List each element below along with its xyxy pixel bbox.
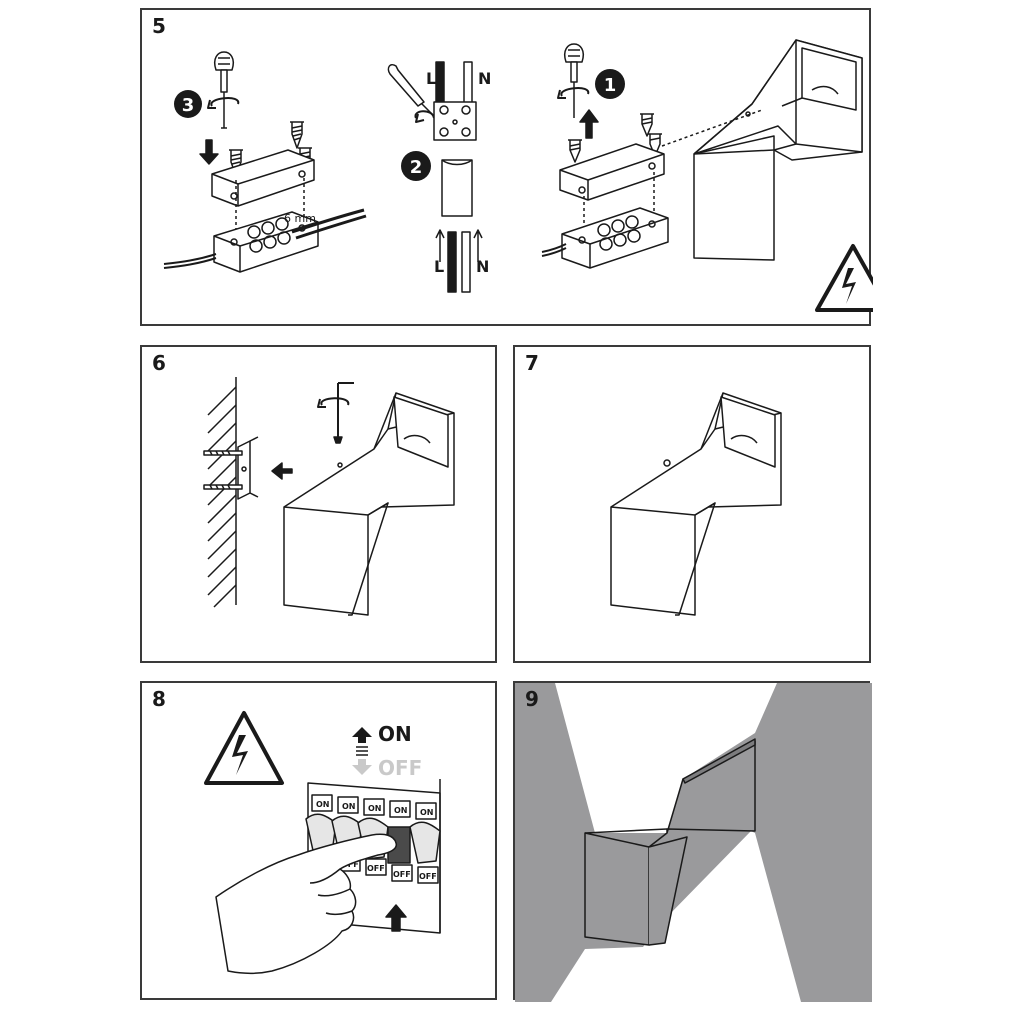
step-6-illustration (203, 377, 455, 616)
wire-label-neutral: N (476, 257, 489, 276)
wall-lamp (283, 392, 455, 616)
off-arrow-icon (352, 759, 372, 775)
switch-on-text: ON (420, 808, 434, 817)
svg-text:3: 3 (182, 95, 195, 116)
wire-label-live: L (434, 257, 444, 276)
strip-length-label: 6 mm (284, 212, 316, 225)
step-8-illustration: ON OFF (204, 711, 441, 975)
step-marker-2: 2 (401, 151, 431, 181)
high-voltage-warning-icon (815, 244, 873, 312)
svg-text:1: 1 (604, 75, 617, 96)
breaker-switch-active[interactable] (387, 800, 413, 882)
allen-key-icon (317, 382, 354, 444)
step-7-panel: 7 (513, 345, 871, 663)
wall-lamp (610, 392, 782, 616)
switch-off-text: OFF (367, 864, 385, 873)
switch-on-text: ON (316, 800, 330, 809)
wall-lamp (693, 39, 863, 261)
on-arrow-icon (352, 727, 372, 756)
on-label: ON (378, 722, 412, 746)
switch-off-text: OFF (393, 870, 411, 879)
off-label: OFF (378, 756, 422, 780)
step-marker-3: 3 (174, 90, 202, 118)
wire-label-neutral: N (478, 69, 491, 88)
step-6-panel: 6 (140, 345, 497, 663)
hand-pressing-switch (215, 833, 398, 975)
light-beam-up (555, 683, 777, 833)
high-voltage-warning-icon (204, 711, 284, 785)
step-number: 6 (152, 351, 166, 375)
light-beam-down (551, 831, 801, 1002)
step-number: 8 (152, 687, 166, 711)
step-5-panel: 5 (140, 8, 873, 326)
wire-label-live: L (426, 69, 436, 88)
step-5-illustration: 6 mm 3 (163, 39, 873, 312)
breaker-switch[interactable] (409, 802, 441, 884)
step-9-panel: 9 (513, 681, 872, 1002)
switch-on-text: ON (342, 802, 356, 811)
step-number: 5 (152, 14, 166, 38)
step-number: 7 (525, 351, 539, 375)
wall-hatching (207, 377, 237, 608)
wall-lamp (584, 738, 756, 946)
screwdriver-icon (213, 51, 235, 129)
switch-on-text: ON (394, 806, 408, 815)
step-8-panel: 8 ON OFF (140, 681, 497, 1000)
step-marker-1: 1 (595, 69, 625, 99)
step-7-illustration (610, 392, 782, 616)
mounting-bracket (203, 436, 259, 500)
svg-text:2: 2 (410, 157, 423, 178)
switch-on-text: ON (368, 804, 382, 813)
step-9-illustration (515, 683, 872, 1002)
screw-icon (290, 121, 304, 149)
step-number: 9 (525, 687, 539, 711)
screwdriver-icon (563, 43, 585, 118)
switch-off-text: OFF (419, 872, 437, 881)
